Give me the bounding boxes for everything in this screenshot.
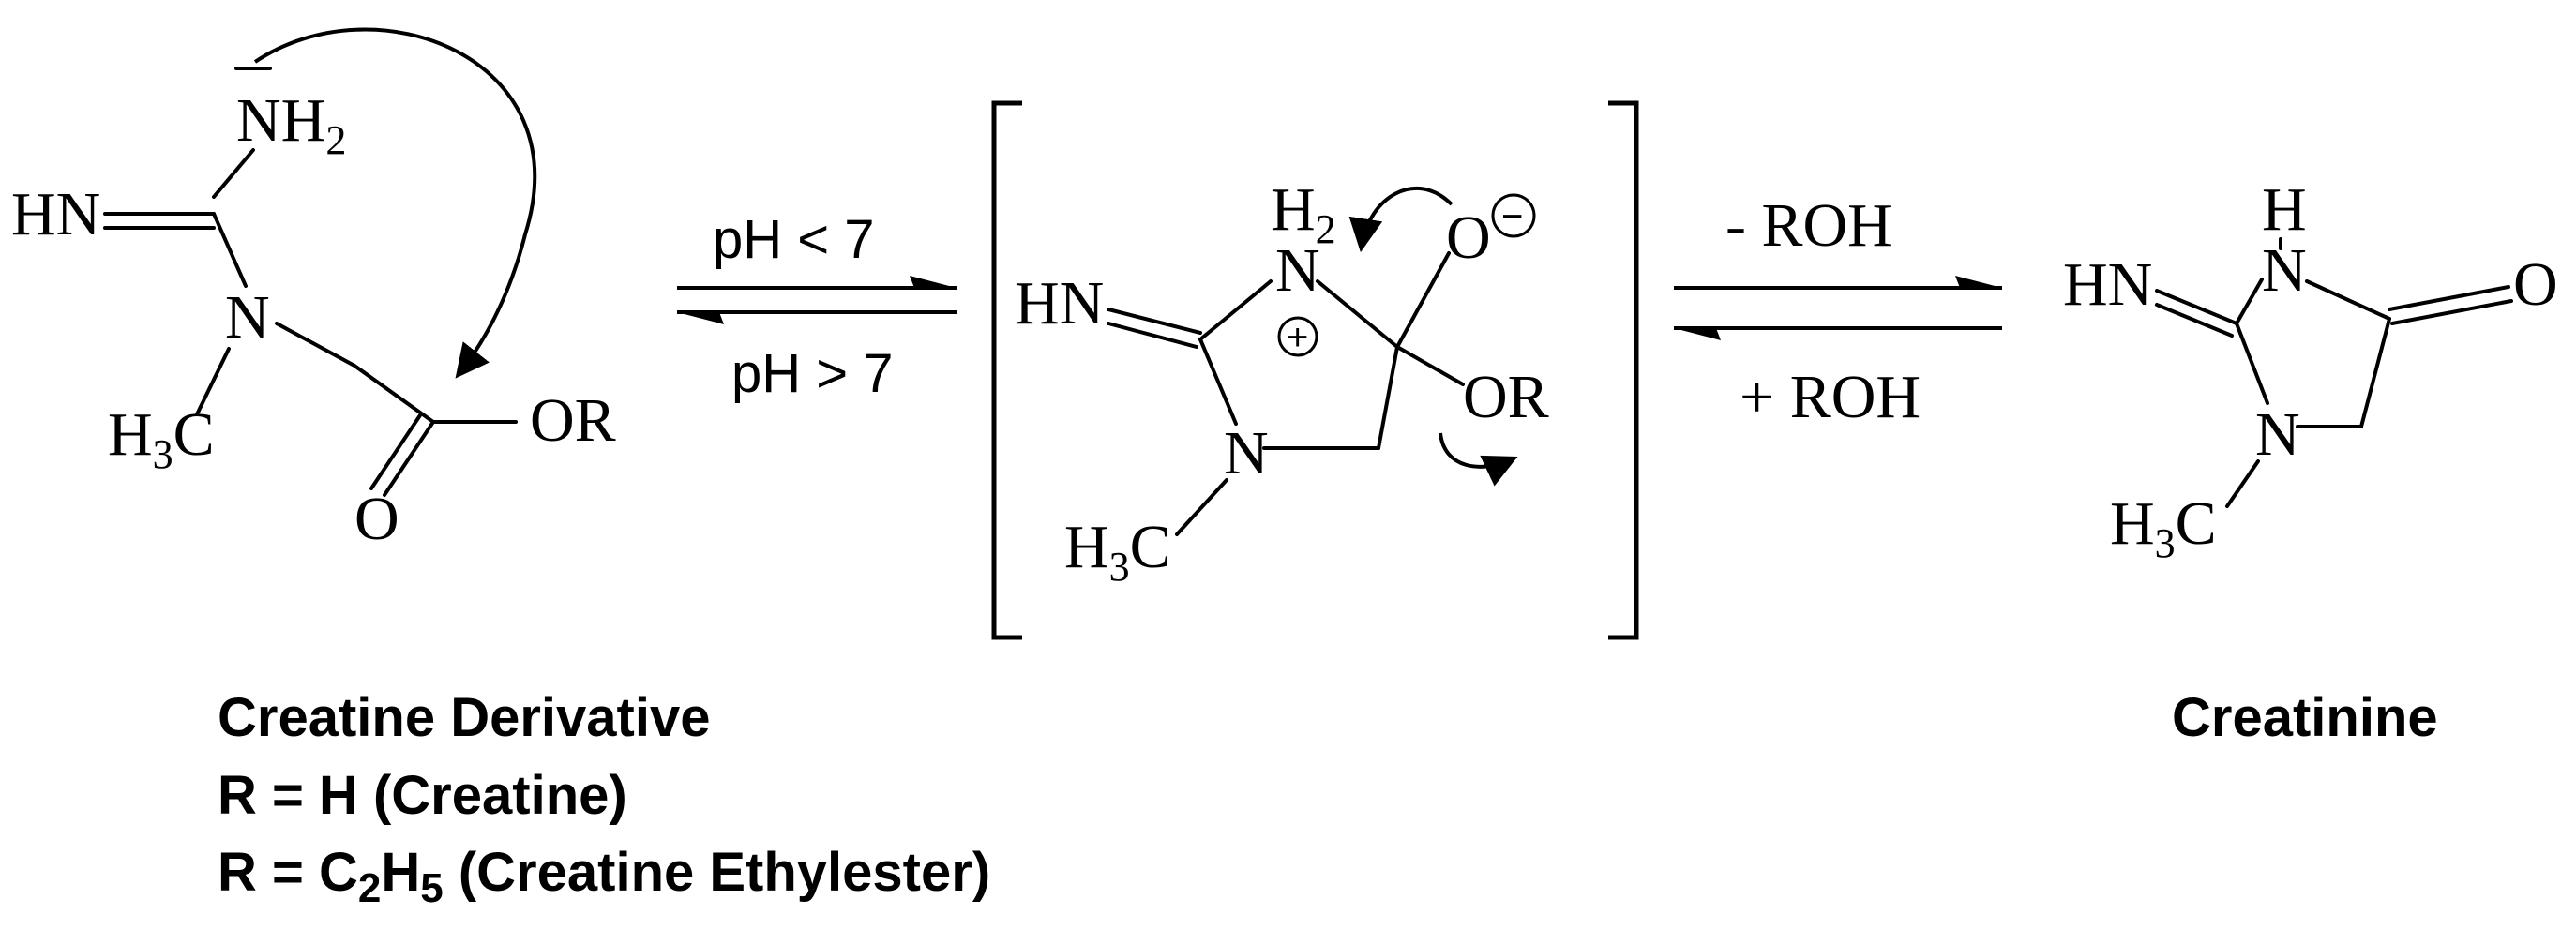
product-h-label: H [2262, 175, 2307, 244]
reactant-caption-line1: R = H (Creatine) [218, 765, 627, 826]
intermediate-n-top-label: N [1275, 236, 1320, 305]
intermediate-n-bottom-label: N [1224, 419, 1269, 488]
plus-charge-circle [1277, 316, 1318, 357]
step1-reverse-label: pH > 7 [731, 343, 894, 404]
step1-forward-label: pH < 7 [713, 209, 875, 270]
product-n-top-label: N [2262, 236, 2307, 305]
left-bracket [991, 100, 1022, 640]
intermediate-h3c-label: H3C [1064, 513, 1171, 590]
step2-reverse-label: + ROH [1740, 363, 1921, 431]
intermediate-minus-charge: − [1501, 196, 1523, 237]
right-bracket [1608, 100, 1639, 640]
reactant-h3c-label: H3C [108, 400, 215, 477]
curved-arrow-oxygen [1348, 186, 1454, 253]
curved-arrow-leaving [1439, 432, 1518, 487]
intermediate-hn-label: HN [1015, 269, 1104, 338]
intermediate-plus-charge: + [1287, 317, 1308, 358]
intermediate-structure: H2 N + O − HN OR N H3C [991, 100, 1639, 640]
product-o-label: O [2513, 250, 2558, 319]
product-hn-label: HN [2063, 250, 2152, 319]
intermediate-h2-label: H2 [1271, 175, 1336, 252]
reactant-or-label: OR [530, 386, 616, 455]
reactant-caption-title: Creatine Derivative [218, 687, 710, 748]
equilibrium-arrows-step2: - ROH + ROH [1674, 191, 2002, 431]
product-structure: H N HN O N H3C [2063, 175, 2558, 566]
reactant-n-label: N [225, 283, 270, 352]
curved-arrow-attack [253, 27, 537, 379]
reactant-hn-label: HN [11, 180, 100, 248]
reactant-structure: NH2 HN N H3C O OR [11, 27, 616, 553]
equilibrium-arrows-step1: pH < 7 pH > 7 [677, 209, 957, 404]
intermediate-or-label: OR [1463, 363, 1549, 431]
reactant-caption: Creatine Derivative R = H (Creatine) R =… [218, 687, 990, 911]
product-h3c-label: H3C [2110, 489, 2217, 566]
product-n-bottom-label: N [2255, 400, 2300, 469]
step2-forward-label: - ROH [1725, 191, 1892, 260]
reactant-caption-line2: R = C2H5 (Creatine Ethylester) [218, 842, 990, 911]
product-caption-title: Creatinine [2172, 687, 2438, 748]
reactant-o-label: O [354, 485, 399, 553]
reactant-nh2-label: NH2 [236, 86, 346, 163]
minus-charge-circle [1491, 193, 1536, 238]
intermediate-o-label: O [1446, 203, 1491, 272]
product-caption: Creatinine [2172, 687, 2438, 748]
